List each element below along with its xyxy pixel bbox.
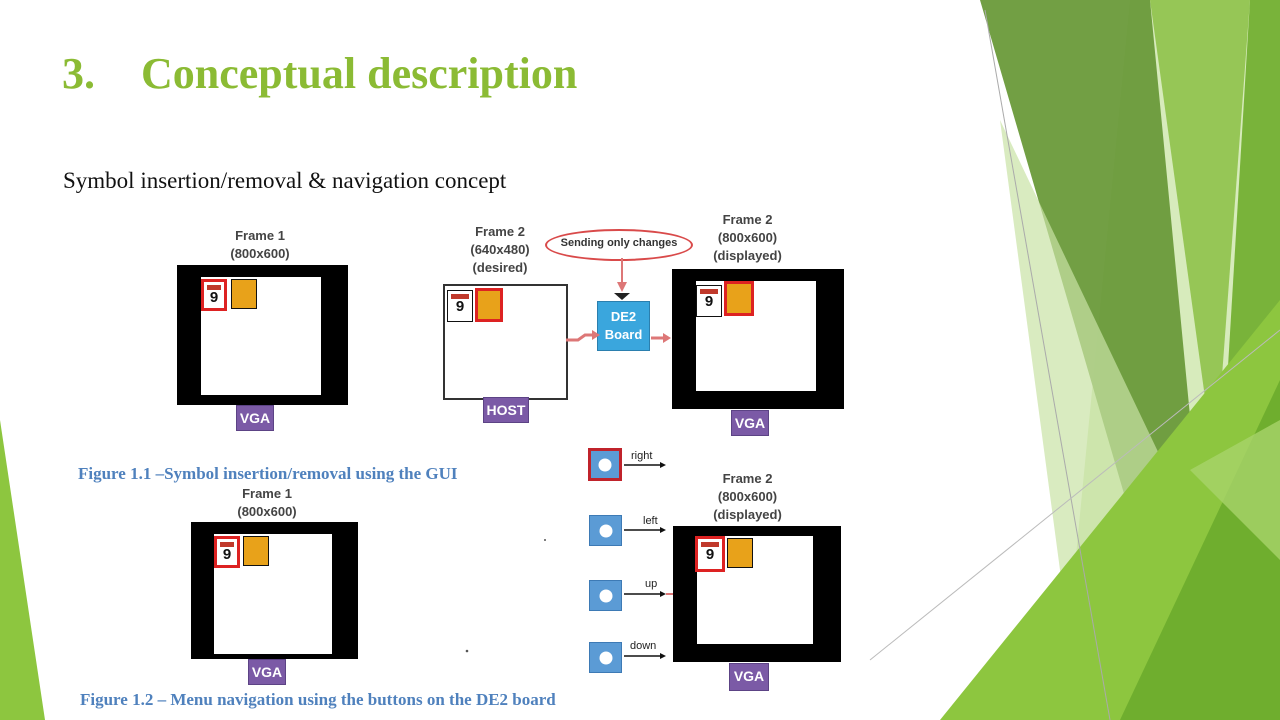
page-title: Conceptual description	[141, 49, 578, 98]
fig2-vga-tag-2: VGA	[729, 663, 769, 691]
down-button-label: down	[630, 640, 657, 652]
calendar-icon: 9	[201, 279, 227, 311]
calendar-icon: 9	[447, 290, 473, 322]
fig2-frame1-monitor: 9	[191, 522, 358, 659]
up-button[interactable]	[589, 580, 622, 611]
fig2-frame2-label: Frame 2 (800x600) (displayed)	[713, 471, 782, 522]
left-button-label: left	[643, 515, 658, 527]
photos-icon	[231, 279, 257, 309]
photos-icon	[475, 288, 503, 322]
subtitle: Symbol insertion/removal & navigation co…	[63, 168, 507, 193]
fig1-vga-tag-2: VGA	[731, 410, 769, 436]
calendar-icon: 9	[695, 536, 725, 572]
title-number: 3.	[62, 49, 95, 98]
down-button[interactable]	[589, 642, 622, 673]
photos-icon	[243, 536, 269, 566]
calendar-icon: 9	[214, 536, 240, 568]
calendar-icon: 9	[696, 285, 722, 317]
fig1-frame2-displayed-label: Frame 2 (800x600) (displayed)	[713, 212, 782, 263]
fig1-frame1-monitor: 9	[177, 265, 348, 405]
figure2-caption: Figure 1.2 – Menu navigation using the b…	[80, 690, 556, 709]
figure1-caption: Figure 1.1 –Symbol insertion/removal usi…	[78, 464, 458, 483]
fig2-frame1-label: Frame 1 (800x600)	[237, 486, 297, 519]
de2-board: DE2 Board	[597, 301, 650, 351]
photos-icon	[724, 281, 754, 316]
sending-changes-note: Sending only changes	[545, 229, 693, 261]
fig1-host-frame: 9	[443, 284, 568, 400]
fig1-host-tag: HOST	[483, 397, 529, 423]
photos-icon	[727, 538, 753, 568]
fig1-frame1-label: Frame 1 (800x600)	[230, 228, 290, 261]
up-button-label: up	[645, 578, 658, 590]
fig2-vga-tag-1: VGA	[248, 659, 286, 685]
left-button[interactable]	[589, 515, 622, 546]
right-button-label: right	[631, 450, 653, 462]
fig2-frame2-monitor: 9	[673, 526, 841, 662]
fig1-frame2-monitor: 9	[672, 269, 844, 409]
fig1-vga-tag-1: VGA	[236, 405, 274, 431]
fig1-frame2-host-label: Frame 2 (640x480) (desired)	[470, 224, 530, 275]
right-button[interactable]	[588, 448, 622, 481]
